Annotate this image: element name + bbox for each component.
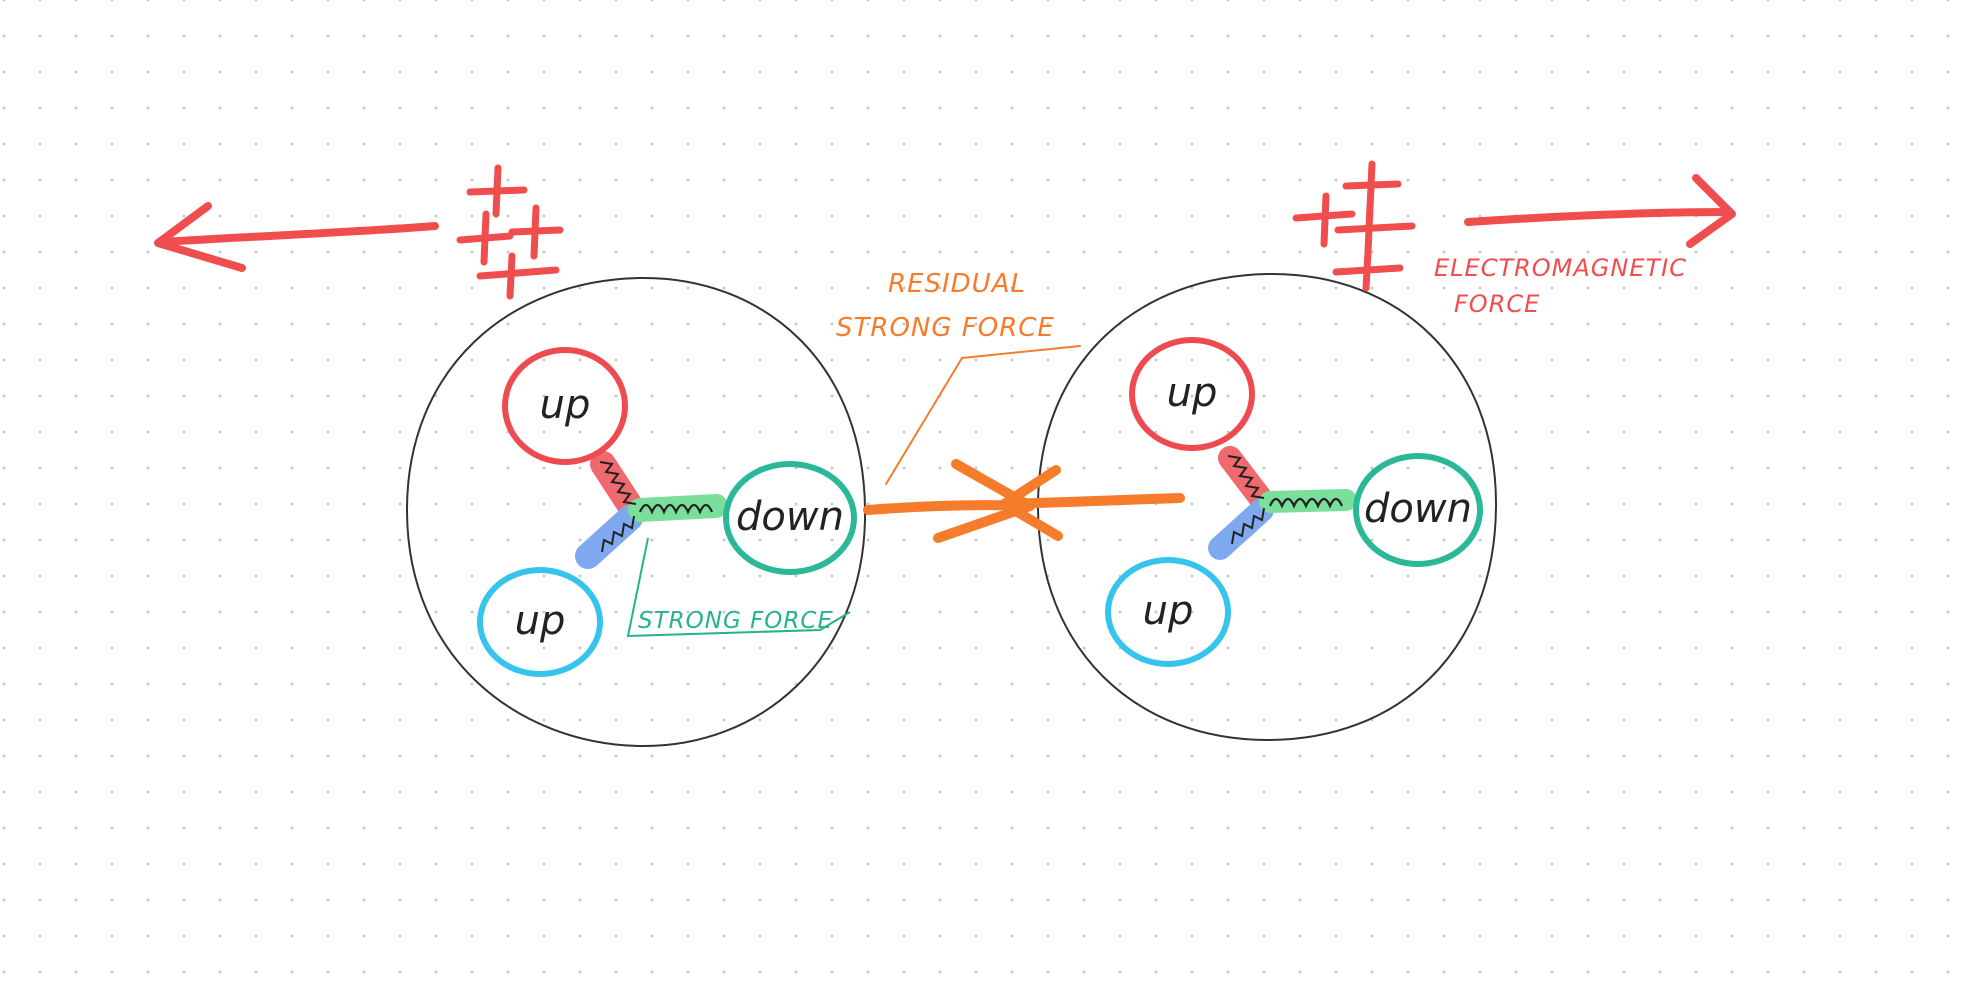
em-force-label: ELECTROMAGNETIC FORCE xyxy=(1434,254,1687,318)
gluon-blue-band xyxy=(1208,498,1274,560)
quark-up-blue-label: up xyxy=(515,598,566,644)
residual-arrow-left xyxy=(1003,493,1185,509)
quark-up-blue-circle xyxy=(477,567,603,677)
residual-strong-force-label: RESIDUAL STRONG FORCE xyxy=(836,269,1055,343)
strong-force-callout: STRONG FORCE xyxy=(626,537,851,638)
gluon-wave-red xyxy=(1227,455,1265,499)
residual-label-line2: STRONG FORCE xyxy=(836,313,1055,343)
quark-down-label: down xyxy=(1364,486,1472,532)
residual-strong-force xyxy=(863,345,1185,543)
strong-force-label: STRONG FORCE xyxy=(638,608,833,634)
quark-up-red: up xyxy=(502,347,628,465)
em-arrow-right xyxy=(1464,174,1736,248)
gluon-wave-blue xyxy=(1231,507,1265,545)
quark-up-red-label: up xyxy=(1167,370,1218,416)
residual-arrowhead-left xyxy=(999,465,1063,541)
residual-leader xyxy=(885,345,1081,485)
plus-signs-icon xyxy=(1292,160,1416,292)
nucleon-right: up down up ELECTROMAGNETIC FORCE xyxy=(1036,160,1736,742)
quark-down: down xyxy=(1353,453,1483,567)
quark-up-blue-label: up xyxy=(1143,588,1194,634)
quark-down-circle xyxy=(1353,453,1483,567)
gluon-wave-green xyxy=(638,503,714,515)
gluon-network-right xyxy=(1208,446,1357,560)
quark-down: down xyxy=(723,461,857,575)
quark-up-red: up xyxy=(1129,337,1255,451)
plus-signs-icon xyxy=(456,164,564,300)
strong-force-leader xyxy=(626,537,851,638)
nucleon-left: up down up STRONG FORCE xyxy=(154,164,867,748)
quark-up-red-circle xyxy=(1129,337,1255,451)
nucleon-right-boundary xyxy=(1036,272,1498,742)
quark-up-blue: up xyxy=(1105,557,1231,667)
nucleon-left-boundary xyxy=(405,276,867,748)
gluon-wave-green xyxy=(1268,497,1344,509)
em-force-label-line1: ELECTROMAGNETIC xyxy=(1434,254,1687,282)
gluon-wave-red xyxy=(599,461,637,505)
gluon-network-left xyxy=(575,451,728,569)
quark-up-red-label: up xyxy=(540,382,591,428)
gluon-wave-blue xyxy=(601,515,635,553)
quark-up-blue-circle xyxy=(1105,557,1231,667)
quark-down-label: down xyxy=(736,494,844,540)
em-force-label-line2: FORCE xyxy=(1454,290,1540,318)
quark-up-red-circle xyxy=(502,347,628,465)
em-arrow-left xyxy=(154,202,439,272)
quark-up-blue: up xyxy=(477,567,603,677)
quark-down-circle xyxy=(723,461,857,575)
residual-label-line1: RESIDUAL xyxy=(888,269,1026,299)
